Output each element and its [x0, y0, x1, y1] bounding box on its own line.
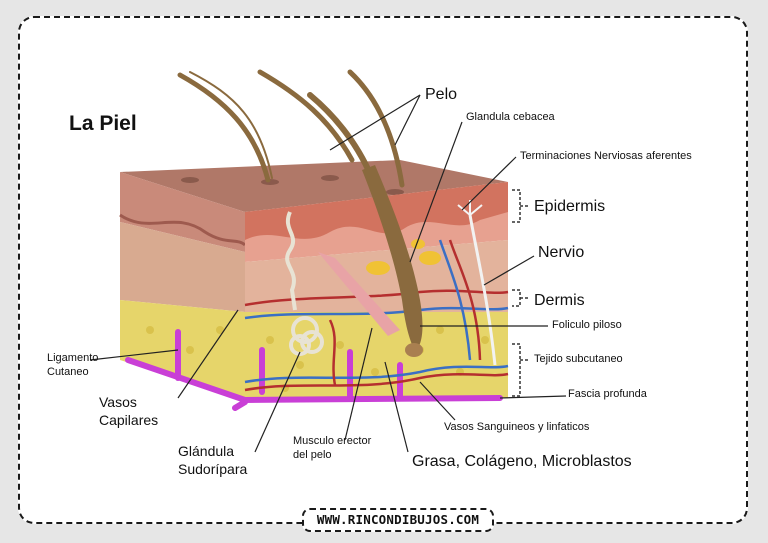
label-ligamento-cutaneo: Ligamento: [47, 352, 99, 364]
skin-pore: [386, 189, 404, 195]
epidermis-wave: [245, 182, 508, 240]
hair-shafts: [177, 69, 405, 188]
label-fascia-profunda: Fascia profunda: [568, 388, 647, 400]
label-nervio: Nervio: [538, 244, 585, 261]
skin-pore: [321, 175, 339, 181]
label-glandula-sudoripara: Glándula: [178, 443, 235, 459]
label-pelo: Pelo: [425, 86, 458, 103]
label-glandula-sudoripara-line2: Sudorípara: [178, 461, 248, 477]
watermark-badge: WWW.RINCONDIBUJOS.COM: [302, 508, 494, 532]
diagram-title: La Piel: [69, 112, 137, 135]
label-vasos-capilares: Vasos: [99, 394, 137, 410]
label-foliculo-piloso: Foliculo piloso: [552, 319, 622, 331]
label-vasos-sanguineos: Vasos Sanguineos y linfaticos: [444, 421, 590, 433]
label-ligamento-cutaneo-line2: Cutaneo: [47, 366, 89, 378]
label-glandula-cebacea: Glandula cebacea: [466, 111, 555, 123]
erector-muscle: [318, 252, 400, 336]
label-dermis: Dermis: [534, 292, 585, 309]
sebaceous-gland: [366, 239, 441, 275]
left-dermis: [120, 222, 245, 312]
layer-bracket: [512, 189, 530, 397]
label-musculo-erector: Musculo erector: [293, 435, 372, 447]
fascia-layer: [125, 329, 503, 411]
left-wave-line: [119, 213, 247, 247]
sweat-gland: [285, 211, 324, 356]
label-terminaciones-nerviosas: Terminaciones Nerviosas aferentes: [520, 150, 692, 162]
skin-top-surface: [120, 160, 508, 212]
left-face: [119, 172, 247, 400]
left-subcutaneous: [120, 300, 245, 400]
label-grasa-colageno: Grasa, Colágeno, Microblastos: [412, 453, 632, 470]
skin-pore: [261, 179, 279, 185]
leader-lines: [89, 94, 567, 453]
nerve: [468, 214, 497, 366]
label-vasos-capilares-line2: Capilares: [99, 412, 159, 428]
front-dermis: [245, 240, 508, 312]
label-musculo-erector-line2: del pelo: [293, 449, 332, 461]
skin-pore: [181, 177, 199, 183]
label-tejido-subcutaneo: Tejido subcutaneo: [534, 353, 623, 365]
left-epidermis: [120, 172, 245, 252]
hair-follicle: [362, 165, 423, 357]
label-epidermis: Epidermis: [534, 198, 606, 215]
